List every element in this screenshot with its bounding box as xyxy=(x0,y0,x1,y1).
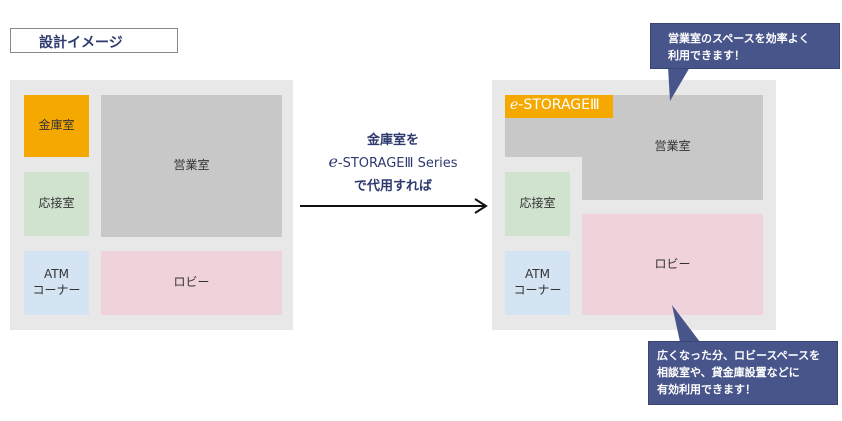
sales-room: 営業室 xyxy=(101,95,282,237)
estorage-badge: e-STORAGEⅢ xyxy=(505,95,613,118)
brand-e: e xyxy=(328,152,338,171)
badge-e: e xyxy=(510,97,519,113)
sales-room-bottom xyxy=(582,157,763,200)
section-title: 設計イメージ xyxy=(10,28,178,53)
reception-room: 応接室 xyxy=(24,172,89,236)
sales-room-label: 営業室 xyxy=(654,139,691,154)
middle-line1: 金庫室を xyxy=(366,133,419,148)
atm-corner: ATM コーナー xyxy=(505,251,570,315)
middle-brand: e-STORAGEⅢ Series xyxy=(300,152,486,171)
atm-corner: ATM コーナー xyxy=(24,251,89,315)
callout-top: 営業室のスペースを効率よく 利用できます！ xyxy=(650,23,840,69)
middle-line3: で代用すれば xyxy=(353,179,432,194)
reception-room: 応接室 xyxy=(505,172,570,236)
badge-name: -STORAGEⅢ xyxy=(518,97,600,113)
lobby: ロビー xyxy=(582,214,763,315)
lobby: ロビー xyxy=(101,251,282,315)
arrow-right-icon xyxy=(300,198,488,214)
callout-bottom: 広くなった分、ロビースペースを 相談室や、貸金庫設置などに 有効利用できます！ xyxy=(648,341,838,405)
vault-room: 金庫室 xyxy=(24,95,89,157)
brand-name: -STORAGEⅢ Series xyxy=(337,156,458,171)
